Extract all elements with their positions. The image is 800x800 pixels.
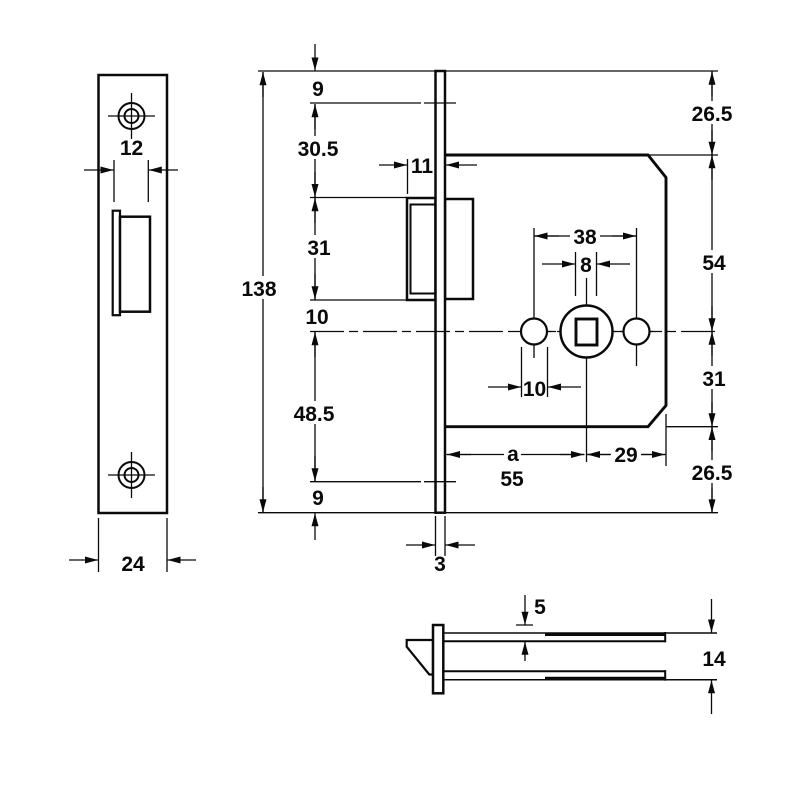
dim-edge-offset: 5 <box>516 595 546 661</box>
dim-label-plate-length: 138 <box>241 278 276 301</box>
dim-label-case-thickness: 14 <box>702 648 726 671</box>
faceplate-edge <box>434 69 447 514</box>
dim-screw-pitch: 12 <box>84 137 178 202</box>
dim-label-backset-value: 55 <box>500 468 524 491</box>
dim-hole-diameter: 10 <box>488 347 581 401</box>
dim-label-top-margin: 9 <box>312 78 324 101</box>
dim-label-bolt-height: 31 <box>307 237 331 260</box>
screw-hole-bottom <box>108 452 155 498</box>
dim-chain-left: 9 30.5 31 10 48.5 9 <box>290 44 342 540</box>
dim-centre-to-case-edge: 29 <box>586 414 667 467</box>
dim-label-faceplate-thickness: 3 <box>434 553 446 576</box>
lock-case-outline <box>446 153 668 429</box>
latch-opening <box>111 209 152 317</box>
faceplate-front-view: 12 24 <box>69 73 196 576</box>
dim-label-spindle-square: 8 <box>580 254 592 277</box>
dim-label-case-bottom-offset: 26.5 <box>692 462 733 485</box>
dim-label-hole-diameter: 10 <box>523 378 546 401</box>
dim-chain-right: 26.5 54 31 26.5 <box>688 71 736 513</box>
deadbolt <box>405 196 475 302</box>
dim-hole-span: 38 <box>534 225 637 249</box>
dim-label-screw-pitch: 12 <box>120 137 143 160</box>
dim-label-centre-to-bottom: 48.5 <box>294 403 335 426</box>
dim-plate-width: 24 <box>69 518 196 576</box>
dim-case-thickness: 14 <box>702 599 726 714</box>
dim-label-bolt-to-centre: 10 <box>305 306 328 329</box>
spindle-square-hole <box>574 317 599 347</box>
spindle-follower <box>557 278 616 462</box>
dim-bolt-projection: 11 <box>379 155 477 194</box>
dim-label-plate-width: 24 <box>121 553 145 576</box>
dim-label-case-top-offset: 26.5 <box>692 103 733 126</box>
dim-label-hole-span: 38 <box>573 226 597 249</box>
dim-spindle-square: 8 <box>542 252 630 296</box>
cylinder-hole-left <box>517 228 551 358</box>
dim-label-case-top-to-centre: 54 <box>702 252 726 275</box>
bolt-plan-wedge <box>405 638 435 676</box>
dim-label-centre-to-case-bottom: 31 <box>702 368 726 391</box>
dim-label-bolt-projection: 11 <box>411 155 434 178</box>
faceplate-plan-bar <box>431 623 445 695</box>
dim-plate-length: 138 <box>236 72 282 513</box>
dim-label-backset-symbol: a <box>507 443 519 466</box>
case-plan-walls <box>443 632 717 681</box>
dim-label-centre-to-case-edge: 29 <box>614 444 637 467</box>
lock-plan-view: 5 14 <box>405 595 726 714</box>
screw-hole-top <box>108 93 155 139</box>
dim-label-bottom-margin: 9 <box>312 487 324 510</box>
cylinder-hole-right <box>620 228 653 366</box>
reference-lines <box>258 70 718 514</box>
dim-label-edge-offset: 5 <box>534 596 546 619</box>
dim-faceplate-thickness: 3 <box>406 516 475 576</box>
dim-label-top-to-bolt: 30.5 <box>298 138 339 161</box>
lock-side-view: 138 9 30.5 31 10 48.5 9 <box>236 44 736 576</box>
dim-backset: a 55 <box>446 443 585 491</box>
